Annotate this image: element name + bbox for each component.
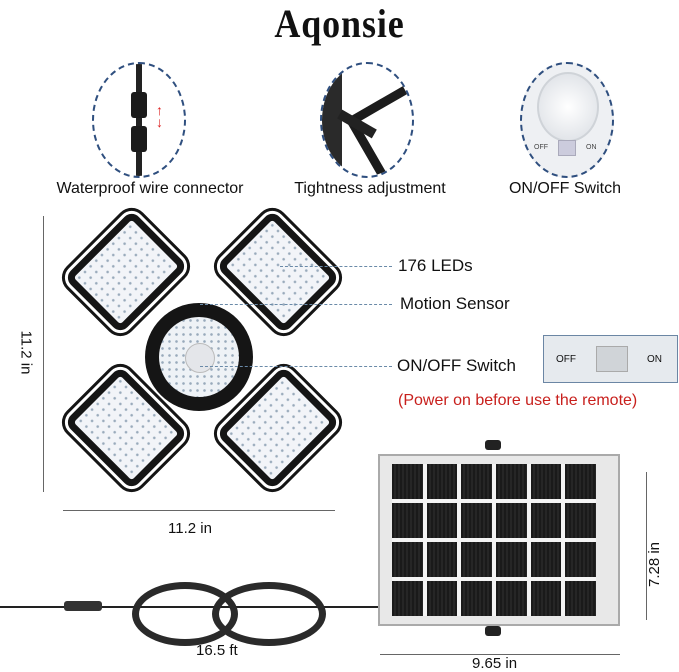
width-dimension-line: [63, 510, 335, 511]
feature-caption: ON/OFF Switch: [508, 180, 621, 197]
light-width-label: 11.2 in: [168, 520, 212, 537]
panel-height-label: 7.28 in: [646, 541, 664, 588]
feature-caption: Waterproof wire connector: [56, 180, 244, 197]
leds-callout: 176 LEDs: [398, 256, 473, 275]
cable-connector: [64, 601, 102, 611]
light-height-label: 11.2 in: [17, 330, 35, 375]
solar-panel: [378, 454, 620, 626]
switch-callout: ON/OFF Switch: [397, 356, 517, 375]
bracket-icon: [320, 62, 414, 178]
panel-width-label: 9.65 in: [472, 655, 518, 672]
remote-note: (Power on before use the remote): [398, 392, 638, 409]
wire-connector-icon: ↑↓: [92, 62, 186, 178]
center-hub: [145, 303, 253, 411]
feature-caption: Tightness adjustment: [294, 180, 446, 197]
height-dimension-line: [43, 216, 44, 492]
switch-closeup: OFF ON: [543, 335, 678, 383]
brand-title: Aqonsie: [274, 1, 405, 46]
motion-sensor-callout: Motion Sensor: [400, 294, 510, 313]
motion-sensor-dome: [185, 343, 215, 373]
cable-length-label: 16.5 ft: [196, 642, 238, 659]
motion-sensor-icon: OFF ON: [520, 62, 614, 178]
